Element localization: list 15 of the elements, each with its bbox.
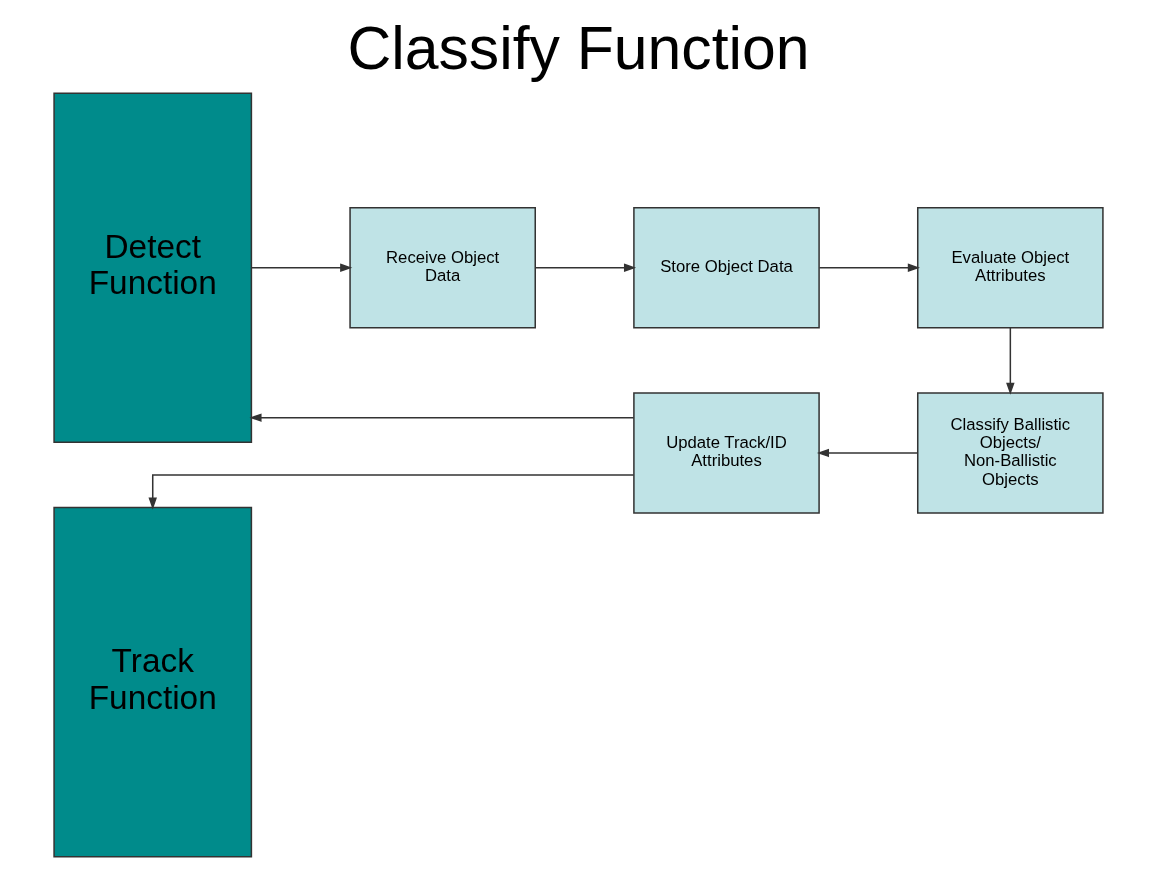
- node-box: Classify Ballistic Objects/ Non-Ballistic Objects: [916, 392, 1104, 514]
- node-box: Track Function: [52, 506, 252, 858]
- arrow: [818, 263, 920, 273]
- node-box: Update Track/ID Attributes: [632, 392, 820, 514]
- arrow: [1005, 327, 1015, 395]
- node-box: Store Object Data: [632, 207, 820, 329]
- arrow: [816, 448, 918, 458]
- arrow: [147, 474, 634, 510]
- arrow: [250, 263, 352, 273]
- arrow: [534, 263, 636, 273]
- node-box: Evaluate Object Attributes: [916, 207, 1104, 329]
- diagram-title: Classify Function: [346, 13, 810, 82]
- node-box: Receive Object Data: [348, 207, 536, 329]
- node-box: Detect Function: [52, 92, 252, 444]
- arrow: [248, 413, 634, 422]
